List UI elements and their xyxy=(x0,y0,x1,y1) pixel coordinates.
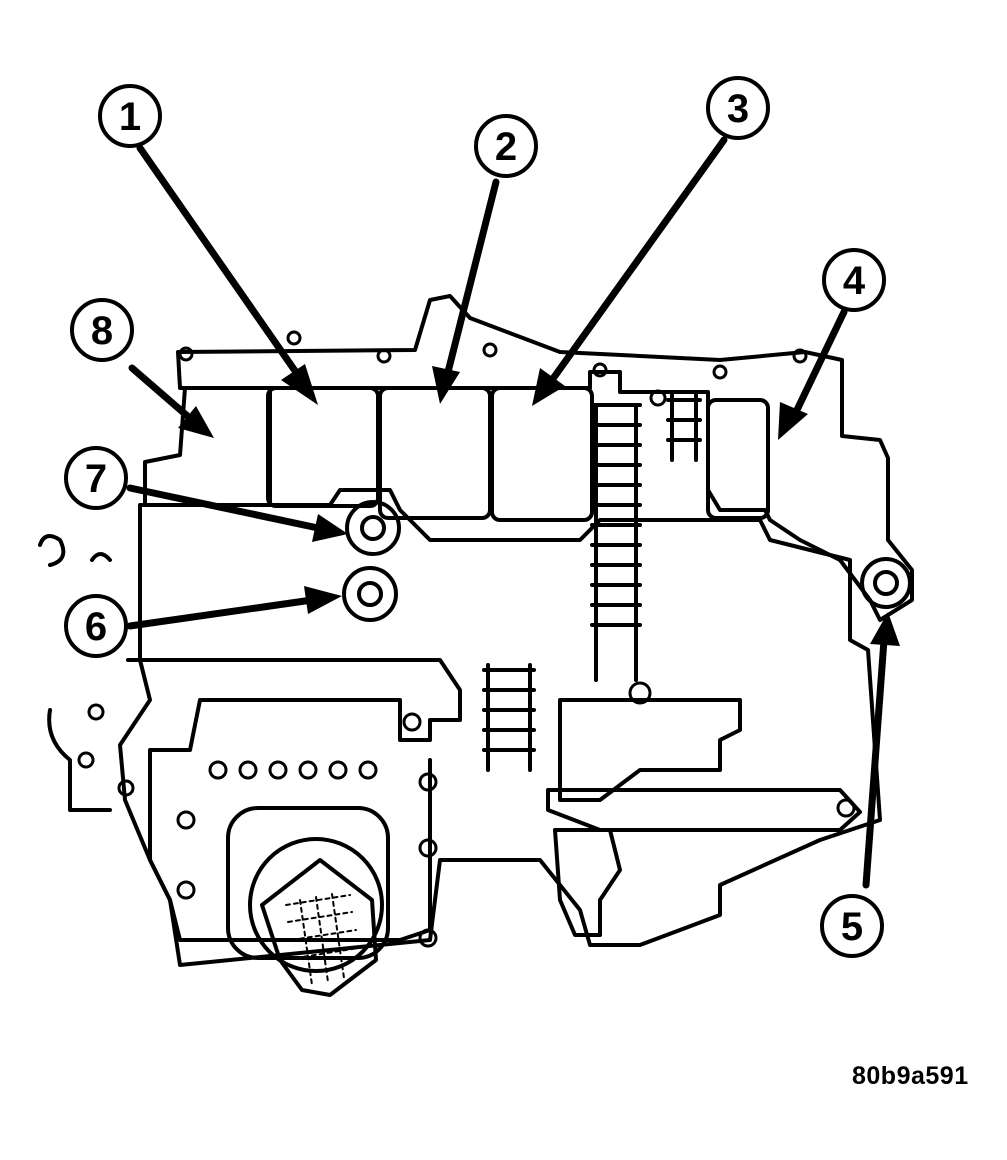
leader-7 xyxy=(126,484,322,532)
solenoid-body-2 xyxy=(378,386,492,520)
leader-1 xyxy=(136,144,304,382)
callout-8-label: 8 xyxy=(91,309,113,353)
boss-7-hole xyxy=(360,515,386,541)
leader-arrows xyxy=(126,136,900,889)
main-plate xyxy=(118,488,882,967)
boss-7 xyxy=(345,500,401,556)
spring-stack-lower xyxy=(482,663,536,772)
connector-plug xyxy=(260,858,378,997)
arrowhead-4 xyxy=(778,402,808,440)
arrowhead-3 xyxy=(532,368,565,406)
callout-3-label: 3 xyxy=(727,87,749,131)
detent-plate xyxy=(553,828,622,937)
callout-4-label: 4 xyxy=(843,259,866,303)
spring-stack-small xyxy=(666,393,702,462)
arrowhead-8 xyxy=(178,406,214,438)
callout-2-label: 2 xyxy=(495,125,517,169)
arrowhead-5 xyxy=(870,612,900,646)
callout-5-label: 5 xyxy=(841,905,863,949)
callout-4: 4 xyxy=(822,248,886,312)
callout-3: 3 xyxy=(706,76,770,140)
callout-8: 8 xyxy=(70,298,134,362)
leader-2 xyxy=(444,178,500,376)
lever-bracket xyxy=(558,698,742,802)
left-fragment xyxy=(38,534,112,567)
fastener-holes xyxy=(77,330,856,948)
callout-1: 1 xyxy=(98,84,162,148)
top-rail xyxy=(176,294,914,622)
boss-6 xyxy=(342,566,398,622)
valve-body-drawing xyxy=(38,294,914,997)
leader-5 xyxy=(862,636,888,889)
figure-code: 80b9a591 xyxy=(852,1062,969,1090)
callouts: 1 2 3 4 5 6 7 8 xyxy=(64,76,886,958)
callout-2: 2 xyxy=(474,114,538,178)
leader-6 xyxy=(126,596,316,630)
boss-5-hole xyxy=(873,570,899,596)
lower-housing xyxy=(126,658,462,942)
arrowhead-2 xyxy=(432,366,460,404)
spring-stack-center xyxy=(590,403,642,682)
left-block xyxy=(143,386,272,507)
callout-6-label: 6 xyxy=(85,605,107,649)
solenoid-body-4 xyxy=(706,398,770,520)
left-fragment-lower xyxy=(47,708,112,812)
leader-8 xyxy=(128,364,196,424)
callout-5: 5 xyxy=(820,894,884,958)
linkage-arm xyxy=(546,788,862,832)
boss-6-hole xyxy=(357,581,383,607)
arrowhead-6 xyxy=(304,586,342,614)
boss-5 xyxy=(860,557,912,609)
arrowhead-1 xyxy=(281,364,318,405)
callout-7: 7 xyxy=(64,446,128,510)
callout-6: 6 xyxy=(64,594,128,658)
callout-7-label: 7 xyxy=(85,457,107,501)
leader-4 xyxy=(792,308,848,416)
connector-ring xyxy=(248,837,384,973)
arrowhead-7 xyxy=(312,514,348,542)
leader-3 xyxy=(548,136,728,384)
connector-grid xyxy=(285,893,359,986)
callout-1-label: 1 xyxy=(119,95,141,139)
solenoid-body-3 xyxy=(490,386,594,522)
